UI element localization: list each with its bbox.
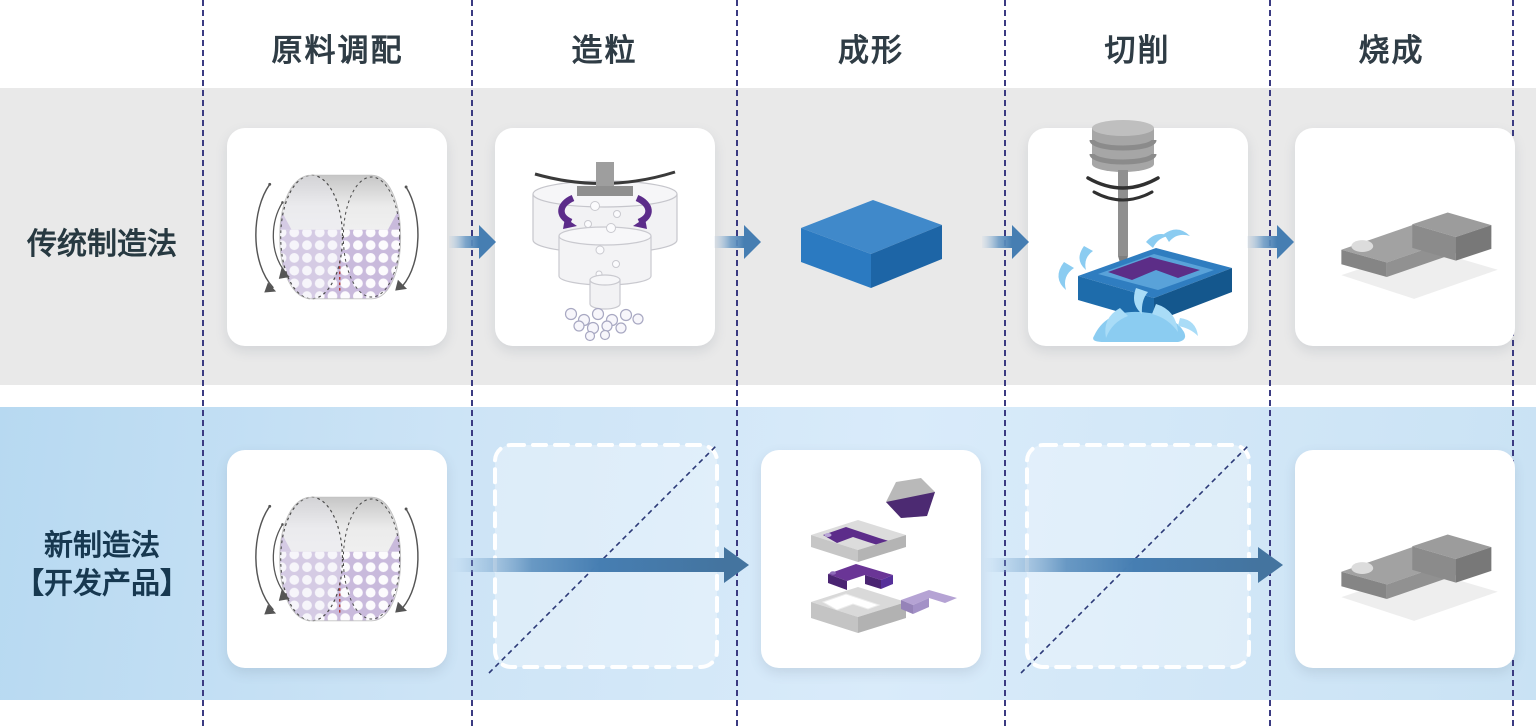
column-header-raw-material-preparation: 原料调配 xyxy=(271,33,404,68)
row-label-new-line1: 新制造法 xyxy=(43,530,160,562)
granulator-illustration xyxy=(532,162,678,342)
row-label-traditional-method: 传统制造法 xyxy=(27,228,177,261)
column-divider xyxy=(202,0,204,726)
pressed-block-illustration xyxy=(801,200,942,288)
column-divider xyxy=(736,0,738,726)
column-divider xyxy=(1512,0,1514,726)
column-header-granulation: 造粒 xyxy=(571,33,638,68)
milling-machine-illustration xyxy=(1058,120,1232,342)
ball-mill-illustration xyxy=(237,459,437,659)
skipped-step-box xyxy=(488,443,719,674)
cell-traditional-firing xyxy=(1295,128,1515,346)
column-divider xyxy=(1004,0,1006,726)
flow-arrow-icon xyxy=(984,547,1283,583)
column-header-firing: 烧成 xyxy=(1358,33,1425,68)
cell-new-firing xyxy=(1295,450,1515,668)
column-divider xyxy=(471,0,473,726)
column-header-forming: 成形 xyxy=(838,33,904,68)
flow-arrow-icon xyxy=(1247,225,1294,259)
cell-traditional-granulation xyxy=(495,128,715,346)
row-label-new-method: 新制造法 【开发产品】 xyxy=(0,527,204,603)
finished-part-illustration xyxy=(1305,459,1505,659)
flow-arrow-icon xyxy=(450,547,749,583)
column-header-cutting: 切削 xyxy=(1104,33,1171,68)
mold-casting-illustration xyxy=(811,478,957,633)
flow-arrow-icon xyxy=(982,225,1029,259)
flow-arrow-icon xyxy=(714,225,761,259)
cell-new-raw-material xyxy=(227,450,447,668)
cell-new-forming xyxy=(761,450,981,668)
column-divider xyxy=(1269,0,1271,726)
flow-arrow-icon xyxy=(449,225,496,259)
finished-part-illustration xyxy=(1305,137,1505,337)
skipped-step-box xyxy=(1020,443,1251,674)
row-label-new-line2: 【开发产品】 xyxy=(14,568,189,600)
cell-traditional-raw-material xyxy=(227,128,447,346)
ball-mill-illustration xyxy=(237,137,437,337)
